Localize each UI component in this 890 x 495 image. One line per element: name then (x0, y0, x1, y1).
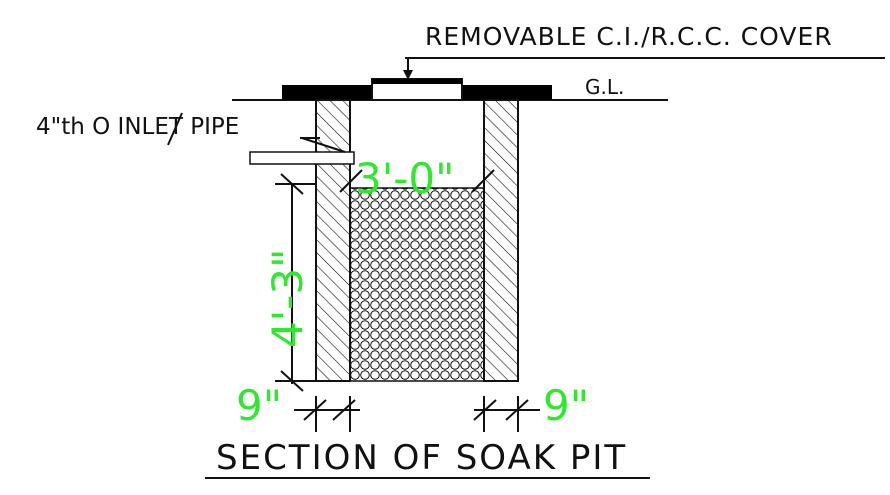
right-wall-dimension: 9" (543, 381, 589, 430)
left-wall (315, 99, 351, 382)
cover-leader-arrow (403, 70, 413, 80)
drawing-title: SECTION OF SOAK PIT (216, 438, 627, 478)
inlet-leader-line (301, 137, 346, 153)
ground-level-label: G.L. (585, 75, 624, 99)
cover-slab-right (462, 85, 552, 100)
inlet-pipe-label: 4"th O INLET PIPE (36, 114, 239, 140)
width-dim-tick-right (471, 169, 495, 193)
inlet-pipe (249, 151, 355, 165)
depth-dim-tick-top (280, 173, 304, 195)
width-dim-tick-left (339, 169, 363, 193)
cover-label: REMOVABLE C.I./R.C.C. COVER (425, 22, 833, 51)
width-dimension: 3'-0" (355, 154, 454, 203)
left-wall-dimension: 9" (236, 381, 282, 430)
depth-dim-tick-bottom (280, 370, 304, 392)
filter-media (349, 187, 485, 382)
inlet-label-slash (167, 112, 183, 146)
cover-slab-left (282, 85, 372, 100)
right-wall (483, 99, 519, 382)
left-wall-dim-tick-2 (332, 399, 356, 421)
depth-dimension: 4'-3" (263, 249, 312, 348)
removable-cover-top (372, 79, 462, 84)
